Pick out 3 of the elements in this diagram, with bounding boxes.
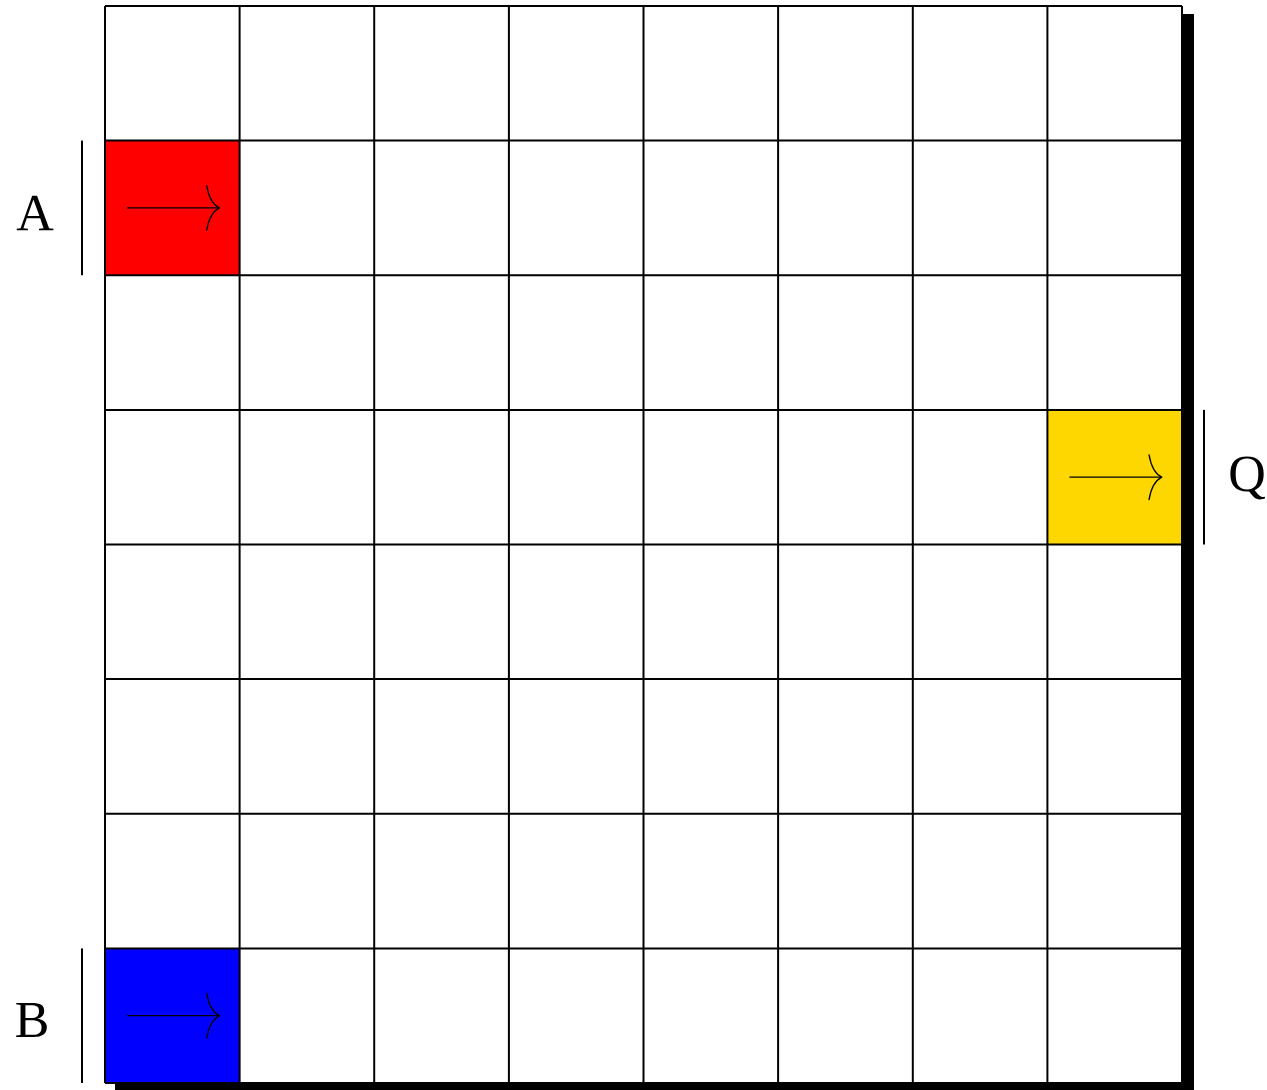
row-label: B <box>16 1002 47 1038</box>
row-label: Q <box>1230 456 1265 500</box>
row-label: A <box>16 195 54 231</box>
